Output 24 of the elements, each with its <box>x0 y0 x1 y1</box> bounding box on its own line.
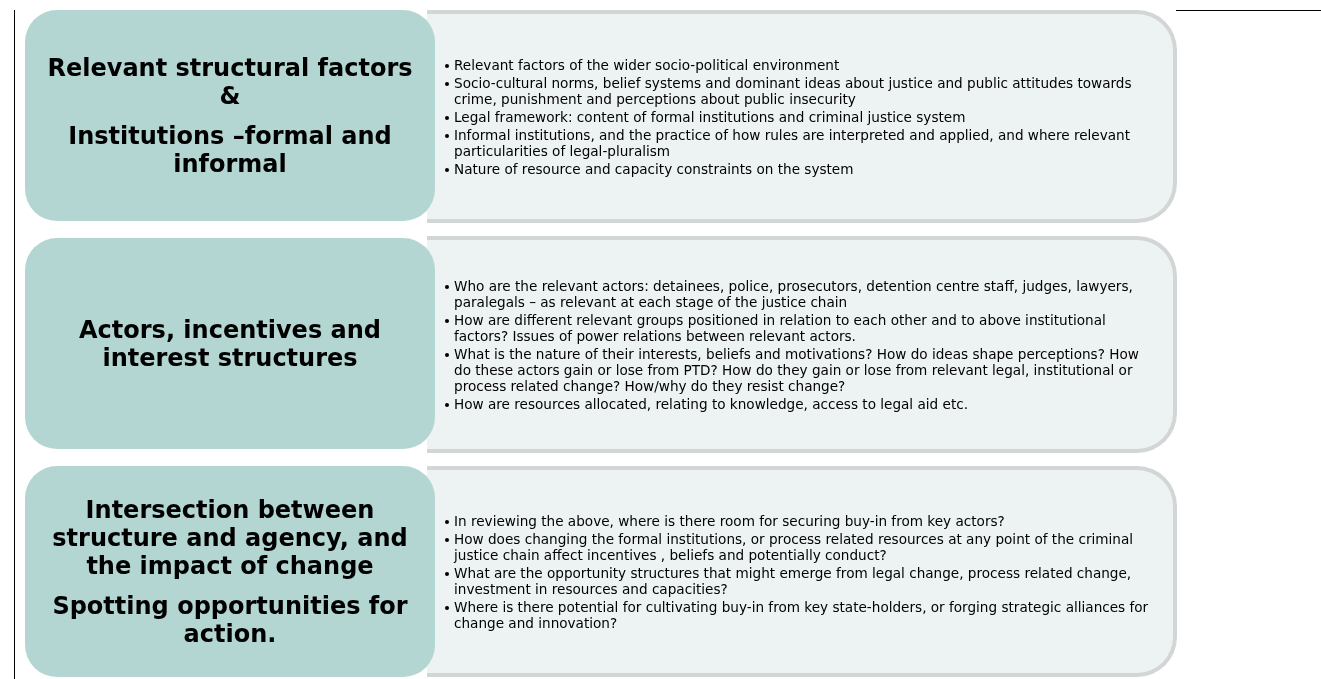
bullet-text: Relevant factors of the wider socio-political environment <box>454 56 840 73</box>
bullet-text: Informal institutions, and the practice of how rules are interpreted and applied, and where relevant particularities of legal-pluralism <box>454 126 1132 159</box>
bullet-text: In reviewing the above, where is there room for securing buy-in from key actors? <box>454 512 1005 529</box>
heading-text: Actors, incentives and interest structures <box>78 315 382 372</box>
bullet-text: Who are the relevant actors: detainees, police, prosecutors, detention centre staff, judges, lawyers, paralegals – as relevant at each stage of the justice chain <box>454 277 1134 310</box>
heading-text: Institutions –formal and informal <box>67 121 393 178</box>
bullet-text: Socio-cultural norms, belief systems and dominant ideas about justice and public attitudes towards crime, punishment and perceptions about public insecurity <box>454 74 1133 107</box>
bullet-text: What is the nature of their interests, beliefs and motivations? How do ideas shape perceptions? How do these actors gain or lose from PTD? How do they gain or lose from relevant legal, institutional or process related change? How/why do they resist change? <box>454 345 1140 394</box>
heading-text: Relevant structural factors & <box>46 53 414 110</box>
bullet-panel <box>427 236 1177 453</box>
bullet-text: How are resources allocated, relating to knowledge, access to legal aid etc. <box>454 395 968 412</box>
bullet-text: Where is there potential for cultivating buy-in from key state-holders, or forging strategic alliances for change and innovation? <box>454 598 1150 631</box>
bullet-text: Nature of resource and capacity constraints on the system <box>454 160 854 177</box>
heading-text: Spotting opportunities for action. <box>51 591 409 648</box>
bullet-text: What are the opportunity structures that might emerge from legal change, process related change, investment in resources and capacities? <box>454 564 1133 597</box>
heading-box <box>25 10 435 221</box>
heading-box <box>25 466 435 677</box>
bullet-text: Legal framework: content of formal institutions and criminal justice system <box>454 108 966 125</box>
bullet-panel <box>427 466 1177 677</box>
bullet-panel <box>427 10 1177 223</box>
bullet-text: How are different relevant groups positioned in relation to each other and to above institutional factors? Issues of power relations between relevant actors. <box>454 311 1107 344</box>
heading-text: Intersection between structure and agency, and the impact of change <box>51 495 409 580</box>
bullet-text: How does changing the formal institutions, or process related resources at any point of the criminal justice chain affect incentives , beliefs and potentially conduct? <box>454 530 1135 563</box>
heading-box <box>25 238 435 449</box>
